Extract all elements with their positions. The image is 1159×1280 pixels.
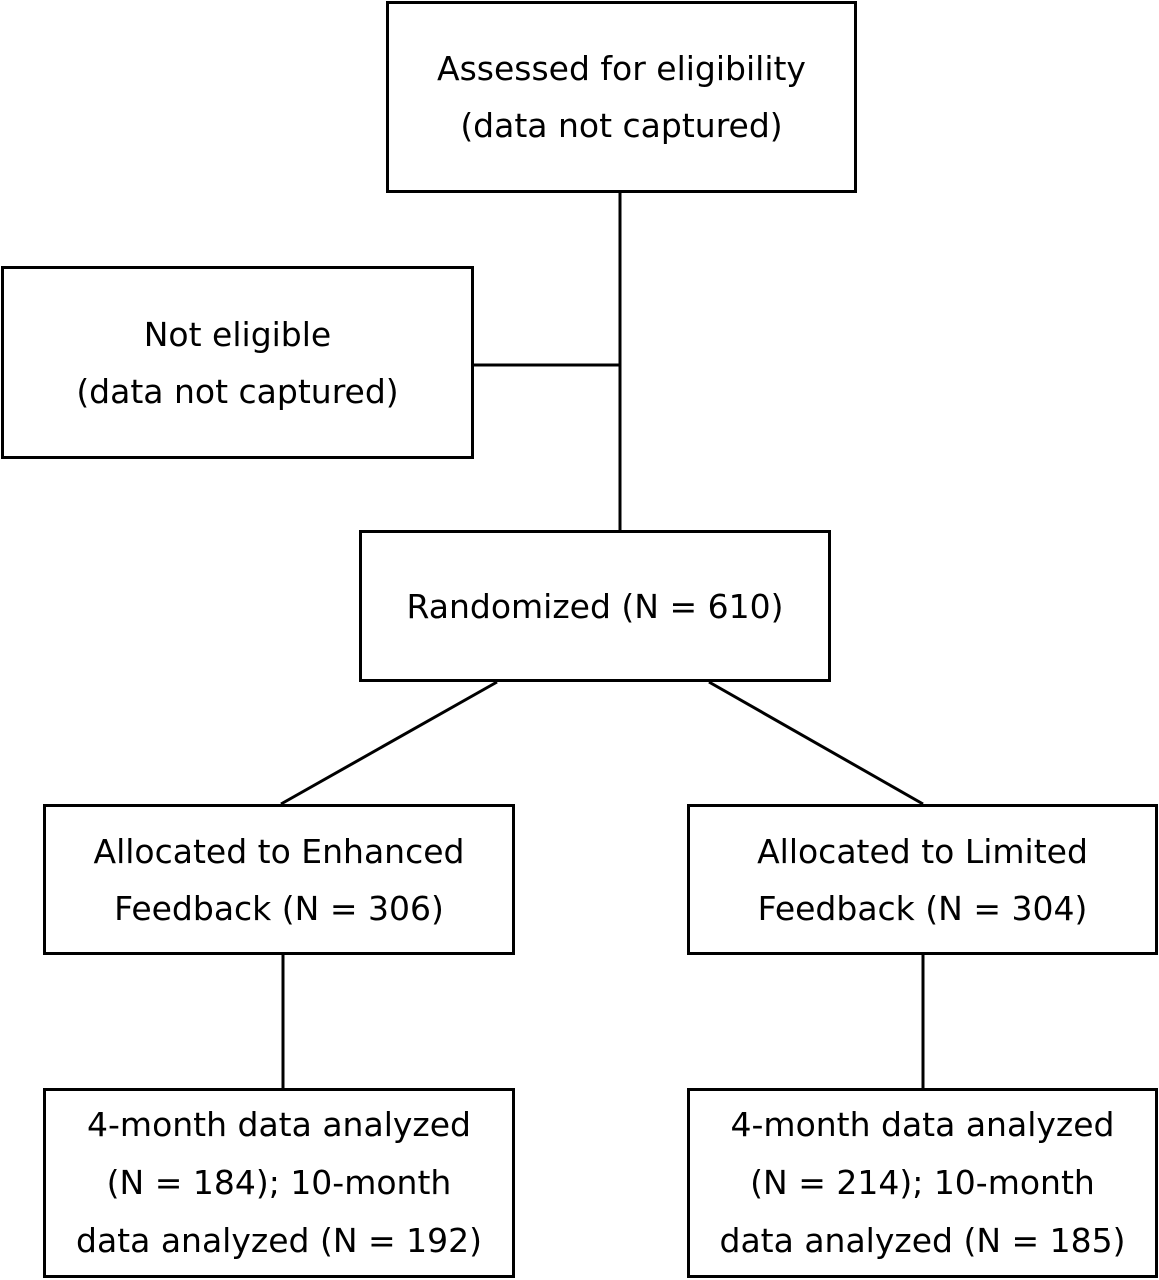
randomized-text: Randomized (N = 610) — [406, 586, 784, 626]
connector-randomized-to-limited — [708, 680, 924, 806]
randomized-box: Randomized (N = 610) — [359, 530, 831, 682]
allocated-limited-box: Allocated to Limited Feedback (N = 304) — [687, 804, 1158, 955]
not-eligible-text: Not eligible (data not captured) — [76, 314, 399, 411]
analyzed-enhanced-box: 4-month data analyzed (N = 184); 10-mont… — [43, 1088, 515, 1278]
allocated-enhanced-box: Allocated to Enhanced Feedback (N = 306) — [43, 804, 515, 955]
allocated-limited-text: Allocated to Limited Feedback (N = 304) — [757, 831, 1088, 928]
not-eligible-box: Not eligible (data not captured) — [1, 266, 474, 459]
assessed-for-eligibility-text: Assessed for eligibility (data not captu… — [437, 49, 806, 145]
analyzed-limited-box: 4-month data analyzed (N = 214); 10-mont… — [687, 1088, 1158, 1278]
allocated-enhanced-text: Allocated to Enhanced Feedback (N = 306) — [93, 831, 465, 928]
assessed-for-eligibility-box: Assessed for eligibility (data not captu… — [386, 1, 857, 193]
analyzed-limited-text: 4-month data analyzed (N = 214); 10-mont… — [719, 1105, 1126, 1260]
analyzed-enhanced-text: 4-month data analyzed (N = 184); 10-mont… — [76, 1105, 482, 1260]
connector-randomized-to-enhanced — [280, 680, 498, 806]
